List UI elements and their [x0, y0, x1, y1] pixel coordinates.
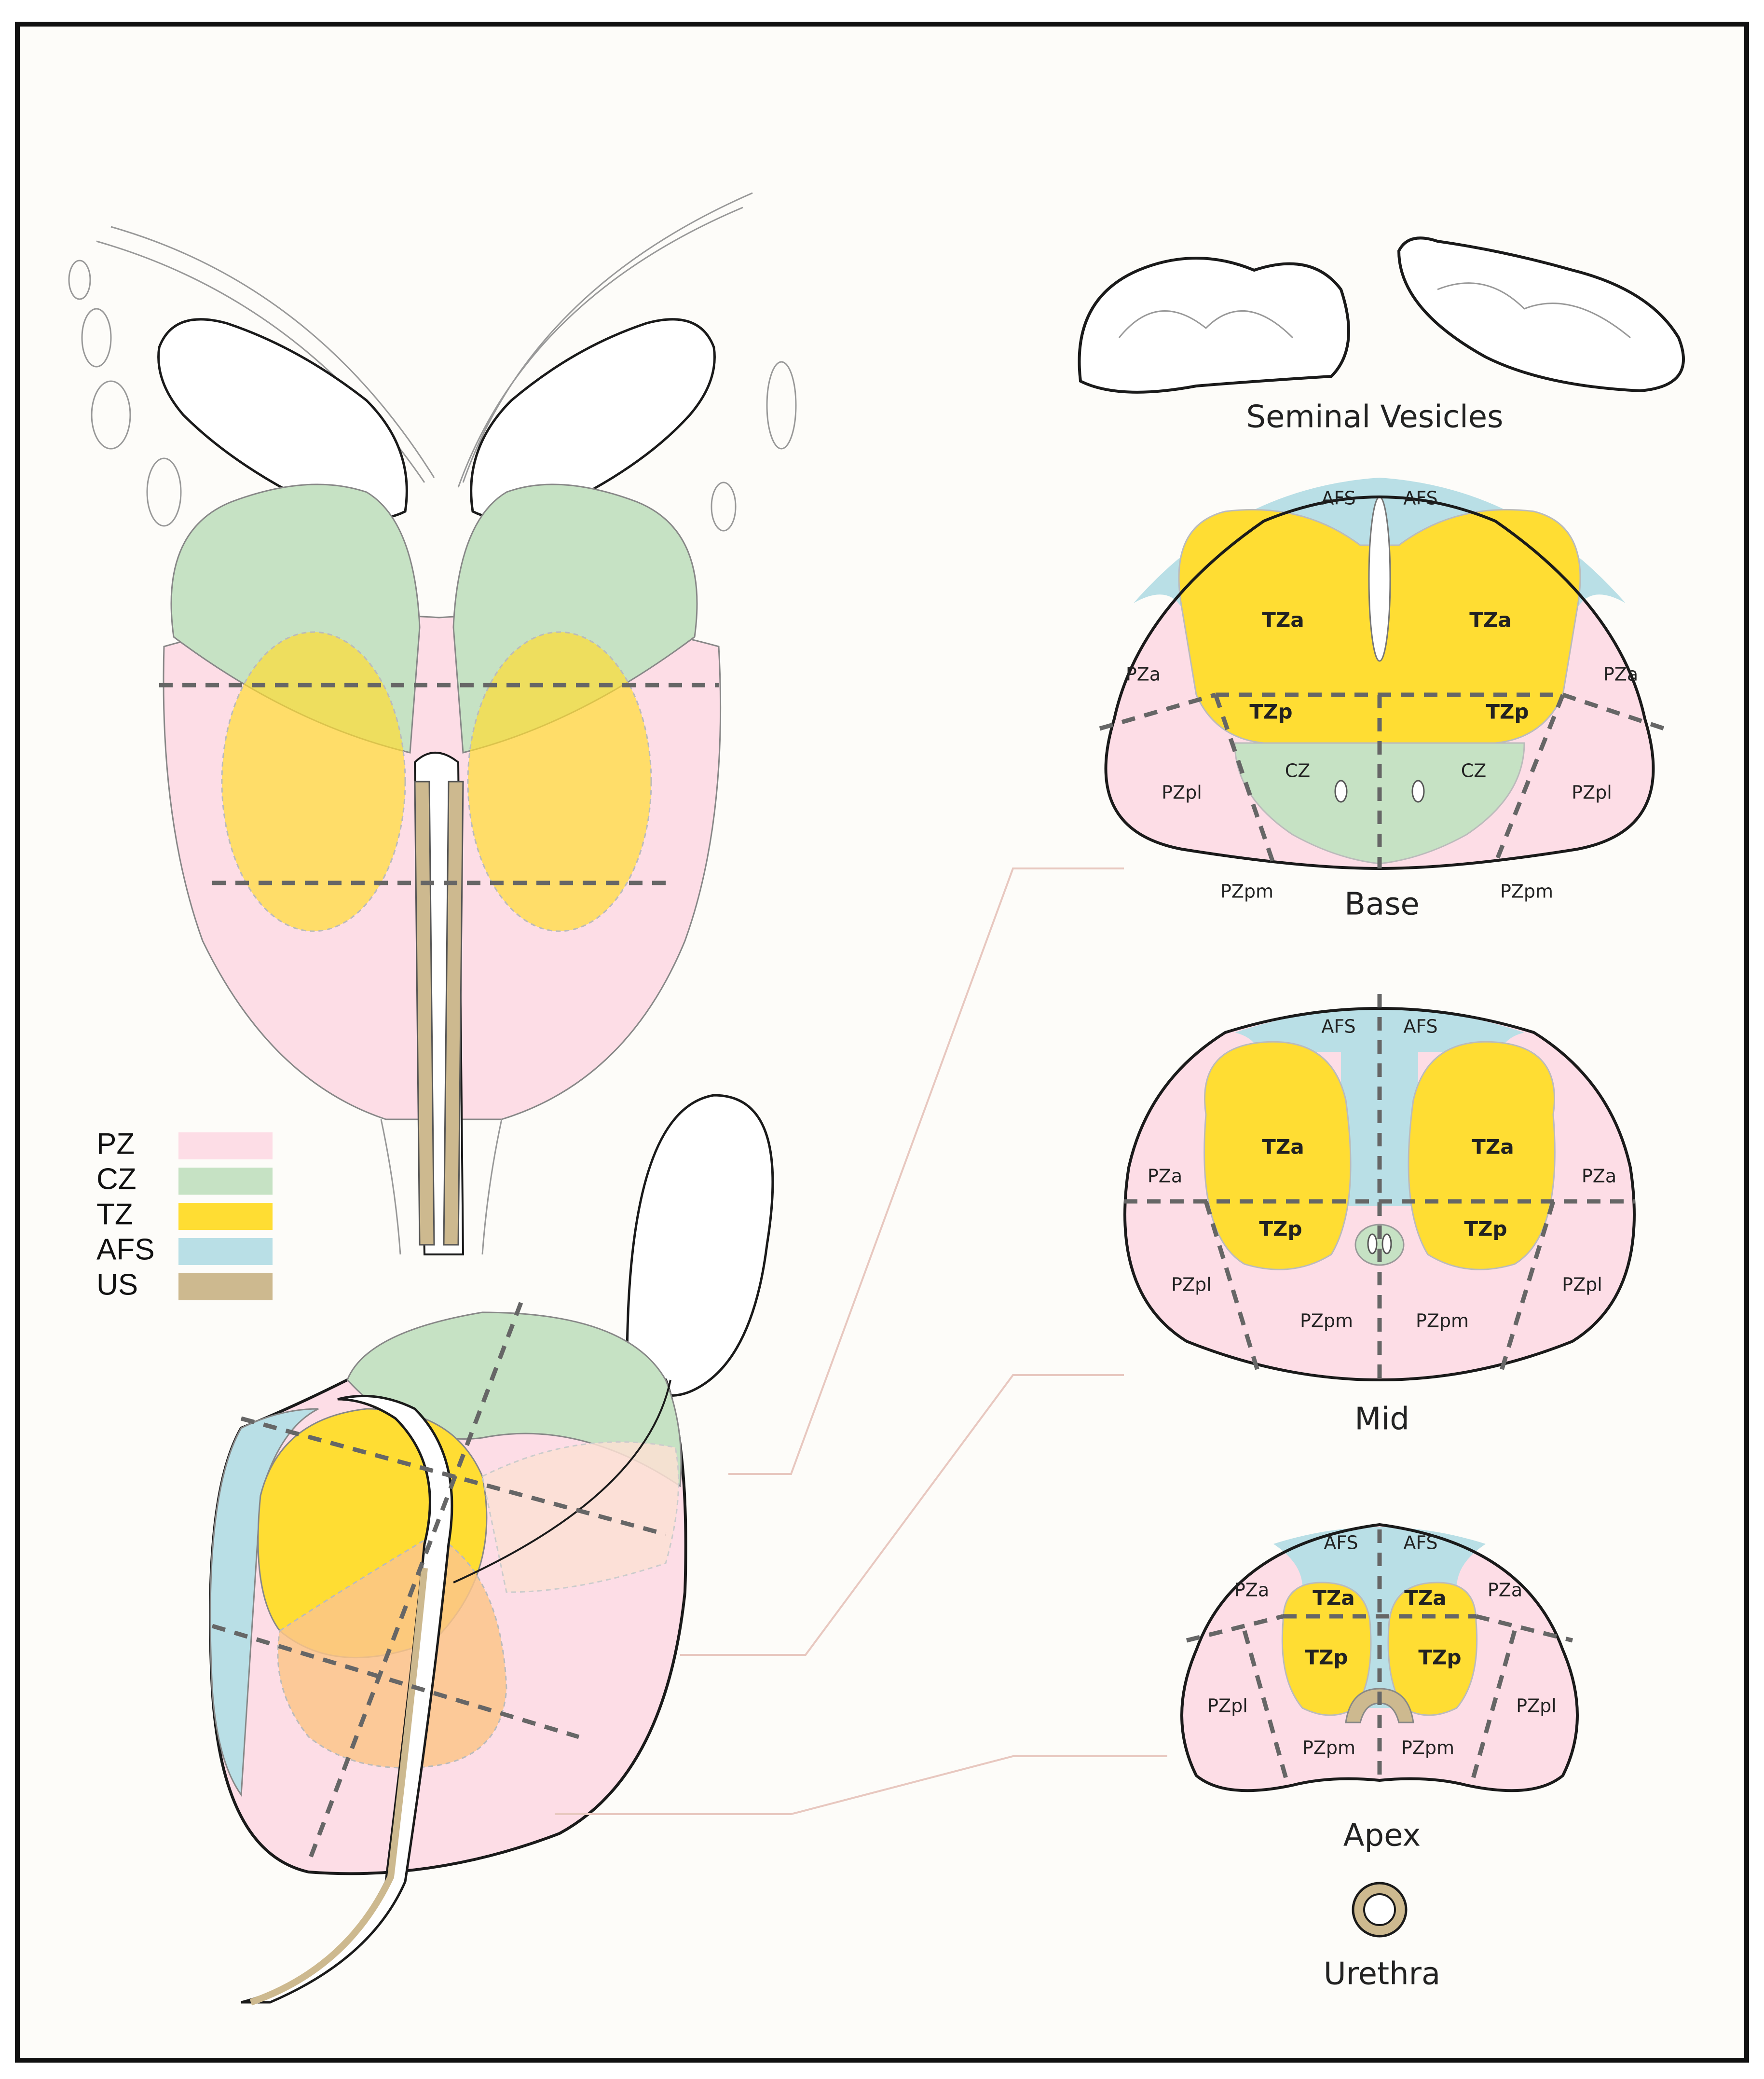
base-label-cz-right: CZ	[1461, 760, 1487, 782]
legend-swatch-pz	[178, 1132, 273, 1159]
legend-swatch-cz	[178, 1168, 273, 1195]
sagittal-overlap-region	[277, 1533, 507, 1769]
sagittal-anterior-fibromuscular-stroma	[209, 1408, 319, 1797]
coronal-transition-zone-left	[221, 631, 406, 932]
caption-base: Base	[1344, 887, 1420, 922]
urethra-lumen	[1363, 1893, 1396, 1926]
leader-base	[728, 867, 1124, 1475]
sagittal-urethral-sphincter	[249, 1568, 428, 2006]
sagittal-ejaculatory-duct	[453, 1379, 671, 1583]
mid-label-pzpl-right: PZpl	[1562, 1274, 1602, 1295]
coronal-seminal-vesicle-left	[157, 318, 408, 521]
legend-label-us: US	[96, 1268, 138, 1301]
leader-apex	[555, 1755, 1167, 1815]
apex-label-pza-left: PZa	[1234, 1580, 1269, 1601]
axial-seminal-vesicle-left	[1078, 257, 1350, 394]
apex-label-afs-right: AFS	[1403, 1532, 1437, 1554]
coronal-urethral-sphincter-left	[414, 781, 435, 1246]
sagittal-seminal-vesicle	[626, 1094, 774, 1397]
mid-label-tzp-left: TZp	[1259, 1217, 1302, 1241]
legend-swatch-us	[178, 1273, 273, 1300]
base-label-tza-left: TZa	[1262, 608, 1304, 632]
mid-label-afs-left: AFS	[1321, 1016, 1355, 1037]
mid-label-pzpm-left: PZpm	[1300, 1310, 1353, 1332]
apex-label-pzpl-left: PZpl	[1207, 1695, 1248, 1717]
urethra-section: Urethra	[1324, 1882, 1440, 1992]
mid-label-tzp-right: TZp	[1464, 1217, 1507, 1241]
apex-label-tzp-right: TZp	[1418, 1646, 1461, 1669]
mid-label-afs-right: AFS	[1403, 1016, 1437, 1037]
apex-label-pzpm-right: PZpm	[1401, 1737, 1454, 1759]
apex-label-afs-left: AFS	[1324, 1532, 1358, 1554]
mid-transition-zone-left	[1203, 1041, 1352, 1270]
apex-label-tza-right: TZa	[1404, 1586, 1446, 1610]
mid-label-pzpl-left: PZpl	[1171, 1274, 1212, 1295]
base-label-tza-right: TZa	[1469, 608, 1511, 632]
sagittal-view	[209, 1094, 774, 2006]
base-label-tzp-left: TZp	[1249, 700, 1292, 724]
base-label-pzpl-right: PZpl	[1572, 782, 1612, 803]
sagittal-faded-central-zone	[481, 1441, 680, 1593]
mid-central-zone-remnant	[1354, 1224, 1405, 1266]
mid-label-pza-right: PZa	[1582, 1166, 1616, 1187]
coronal-seminal-vesicle-right	[470, 318, 716, 521]
mid-ejaculatory-duct-right	[1381, 1233, 1392, 1254]
legend-label-tz: TZ	[96, 1198, 133, 1231]
seminal-vesicles-axial: Seminal Vesicles	[1078, 236, 1685, 435]
base-label-afs-right: AFS	[1403, 488, 1437, 509]
mid-ejaculatory-duct-left	[1367, 1233, 1378, 1254]
leader-mid	[680, 1374, 1124, 1656]
apex-label-pza-right: PZa	[1488, 1580, 1522, 1601]
apex-section: AFS AFS PZa PZa TZa TZa TZp TZp PZpl PZp…	[1180, 1523, 1579, 1854]
apex-label-tza-left: TZa	[1313, 1586, 1354, 1610]
base-ejaculatory-duct-left	[1334, 780, 1348, 803]
base-label-tzp-right: TZp	[1486, 700, 1529, 724]
base-section: AFS AFS TZa TZa PZa PZa TZp TZp CZ CZ PZ…	[1099, 478, 1665, 922]
mid-label-pza-left: PZa	[1148, 1166, 1182, 1187]
legend-label-cz: CZ	[96, 1162, 137, 1196]
base-label-pza-left: PZa	[1126, 664, 1161, 685]
caption-apex: Apex	[1343, 1818, 1421, 1854]
legend-swatch-tz	[178, 1203, 273, 1230]
caption-urethra: Urethra	[1324, 1956, 1440, 1992]
base-label-afs-left: AFS	[1321, 488, 1355, 509]
legend-label-afs: AFS	[96, 1233, 155, 1266]
apex-label-tzp-left: TZp	[1305, 1646, 1348, 1669]
mid-label-tza-left: TZa	[1262, 1135, 1304, 1159]
legend-swatch-afs	[178, 1238, 273, 1265]
base-label-pzpm-left: PZpm	[1220, 881, 1273, 902]
base-label-cz-left: CZ	[1285, 760, 1311, 782]
base-urethra-lumen	[1368, 496, 1391, 662]
coronal-view	[68, 192, 797, 1255]
axial-seminal-vesicle-right	[1397, 236, 1685, 393]
base-ejaculatory-duct-right	[1411, 780, 1425, 803]
coronal-urethral-sphincter-right	[443, 781, 464, 1246]
caption-seminal-vesicles: Seminal Vesicles	[1246, 399, 1503, 435]
mid-section: AFS AFS TZa TZa PZa PZa TZp TZp PZpl PZp…	[1123, 994, 1636, 1437]
mid-transition-zone-right	[1408, 1041, 1556, 1270]
apex-urethral-sphincter	[1345, 1688, 1414, 1723]
coronal-transition-zone-right	[467, 631, 652, 932]
mid-label-tza-right: TZa	[1472, 1135, 1514, 1159]
legend-label-pz: PZ	[96, 1127, 135, 1160]
apex-label-pzpm-left: PZpm	[1302, 1737, 1355, 1759]
caption-mid: Mid	[1354, 1402, 1409, 1437]
apex-transition-zone-left	[1281, 1582, 1372, 1716]
mid-label-pzpm-right: PZpm	[1416, 1310, 1469, 1332]
base-label-pza-right: PZa	[1603, 664, 1638, 685]
base-label-pzpl-left: PZpl	[1162, 782, 1202, 803]
apex-label-pzpl-right: PZpl	[1516, 1695, 1557, 1717]
base-label-pzpm-right: PZpm	[1500, 881, 1553, 902]
